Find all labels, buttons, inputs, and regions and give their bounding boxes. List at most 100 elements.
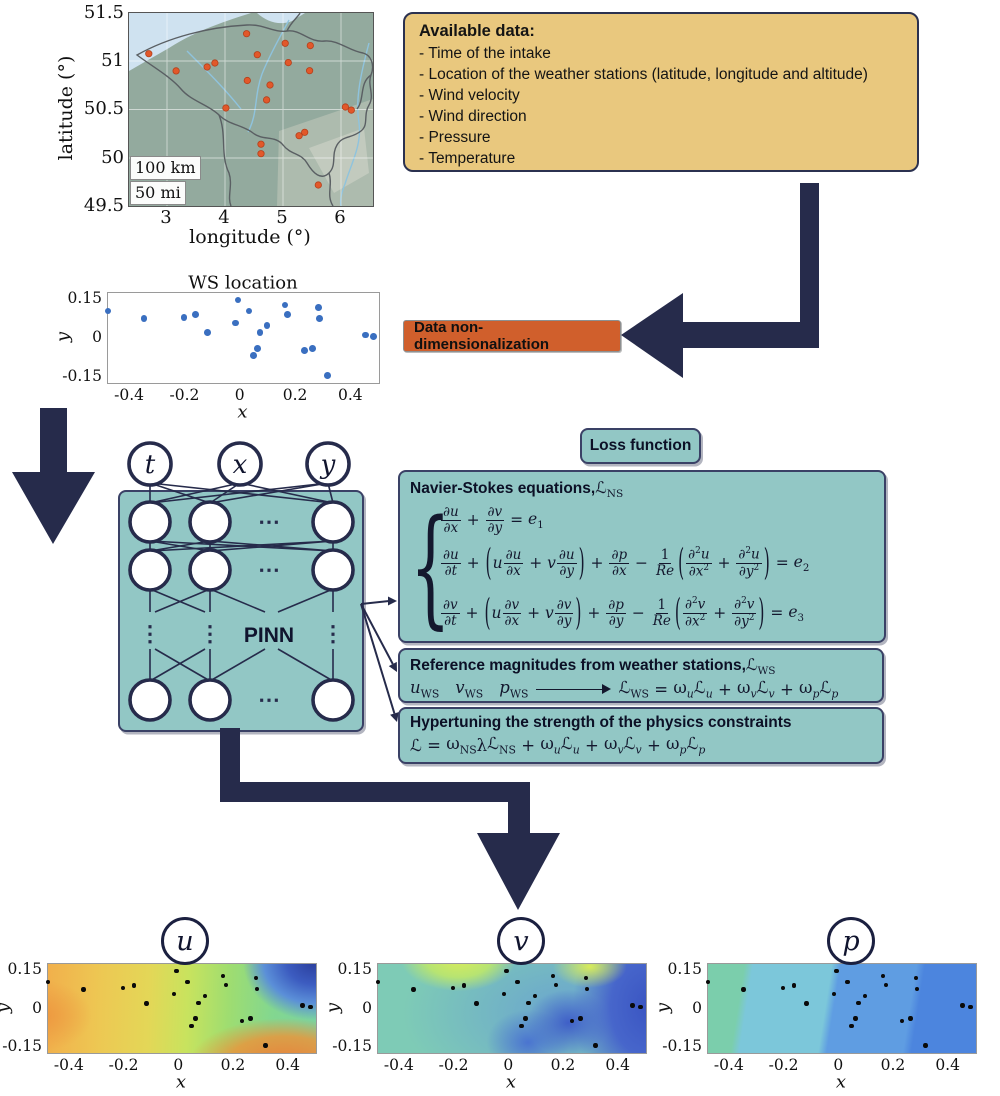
data-point: [314, 303, 322, 311]
data-point: [281, 301, 289, 309]
data-point: [263, 322, 271, 330]
data-point: [960, 1003, 965, 1008]
map-terrain-2: [309, 128, 369, 193]
data-point: [578, 1016, 583, 1021]
data-point: [309, 344, 317, 352]
station-dot: [281, 39, 289, 47]
data-point: [474, 1001, 479, 1006]
field-u-ytick: 0: [32, 998, 42, 1017]
station-dot: [243, 76, 251, 85]
data-point: [523, 1016, 528, 1021]
data-point: [553, 982, 558, 988]
data-point: [515, 979, 520, 984]
data-point: [300, 1003, 305, 1008]
data-point: [908, 1016, 913, 1021]
field-u-xlabel: x: [175, 1071, 187, 1093]
data-point: [569, 1018, 575, 1023]
data-point: [231, 319, 239, 327]
field-p-ytick: 0: [692, 998, 702, 1017]
field-v-ytick: 0.15: [337, 960, 372, 979]
data-point: [196, 1000, 201, 1006]
data-point: [308, 1005, 313, 1010]
data-point: [220, 973, 226, 979]
map-ytick: 51.5: [83, 2, 124, 23]
map-xtick: 4: [218, 207, 230, 228]
data-point: [180, 314, 188, 321]
data-point: [191, 311, 199, 319]
data-point: [45, 979, 51, 984]
v-label: v: [513, 925, 529, 957]
available-data-item: - Wind velocity: [419, 87, 520, 104]
data-point: [203, 994, 208, 999]
data-point: [526, 1000, 531, 1006]
station-dot: [253, 51, 261, 59]
field-u-ytick: -0.15: [2, 1036, 42, 1055]
data-point: [550, 973, 556, 979]
ws-ytick: 0.15: [67, 289, 102, 308]
field-p-xlabel: x: [835, 1071, 847, 1093]
ws-plot-title: WS location: [188, 272, 298, 294]
data-point: [253, 975, 259, 981]
data-point: [370, 333, 377, 341]
map-sea: [129, 13, 251, 71]
field-p-ylabel: y: [652, 1002, 674, 1013]
ws-loss-box: Reference magnitudes from weather statio…: [398, 648, 884, 703]
data-point: [880, 973, 886, 979]
field-u-xtick: -0.2: [108, 1056, 139, 1074]
ws-xtick: -0.2: [169, 386, 200, 404]
ws-ylabel: y: [52, 331, 74, 343]
data-point: [185, 979, 190, 984]
data-point: [171, 991, 176, 996]
station-dot: [301, 128, 309, 136]
map-borders: [135, 13, 373, 206]
ns-title: Navier-Stokes equations,: [410, 480, 596, 497]
field-u-ylabel: y: [0, 1002, 14, 1012]
data-point: [174, 968, 179, 974]
ws-xtick: 0: [234, 386, 245, 404]
loss-function-label: Loss function: [580, 428, 701, 464]
field-v-ytick: 0: [362, 998, 372, 1017]
available-data-item: - Wind direction: [419, 108, 527, 125]
data-point: [375, 979, 381, 984]
data-point: [899, 1018, 905, 1023]
field-v-xtick: 0: [503, 1056, 514, 1074]
data-point: [461, 983, 467, 988]
map-rivers: [186, 19, 370, 206]
ws-xlabel: x: [237, 401, 248, 423]
data-point: [193, 1016, 198, 1021]
nondim-label: Data non-dimensionalization: [414, 319, 550, 353]
data-point: [253, 344, 261, 352]
available-data-title: Available data:: [419, 22, 535, 40]
data-point: [519, 1023, 524, 1028]
data-point: [140, 315, 148, 323]
data-point: [501, 991, 506, 996]
field-v-xtick: -0.2: [438, 1056, 469, 1074]
data-point: [324, 371, 332, 379]
map-xtick: 3: [160, 207, 172, 228]
data-point: [144, 1001, 149, 1006]
hypertuning-title: Hypertuning the strength of the physics …: [410, 714, 792, 731]
data-point: [845, 979, 850, 984]
data-point: [583, 975, 589, 981]
map-xtick: 6: [334, 207, 346, 228]
field-p-xtick: 0.2: [880, 1056, 906, 1074]
ws-xtick: -0.4: [114, 386, 145, 404]
station-dot: [266, 81, 274, 89]
data-point: [121, 985, 126, 991]
p-label: p: [842, 925, 860, 957]
data-point: [705, 979, 711, 984]
arrow-ws-to-pinn: [12, 408, 95, 544]
data-point: [781, 985, 786, 991]
data-point: [968, 1005, 973, 1010]
hypertuning-box: Hypertuning the strength of the physics …: [398, 707, 884, 764]
data-point: [585, 986, 590, 992]
data-point: [239, 1018, 245, 1023]
nn-input-node: [305, 441, 351, 487]
data-point: [849, 1023, 854, 1028]
field-u-xtick: 0.2: [220, 1056, 246, 1074]
ws-xtick: 0.4: [338, 386, 363, 404]
